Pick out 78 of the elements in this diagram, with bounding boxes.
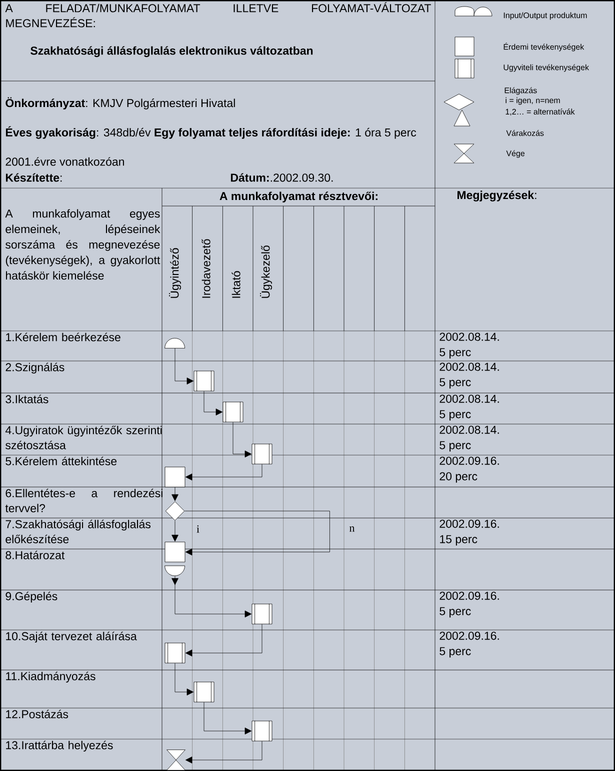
admin-box <box>252 604 272 624</box>
step-label: 2.Szignálás <box>6 362 64 374</box>
arrow <box>204 702 252 734</box>
arrow <box>185 464 262 480</box>
decision-diamond <box>165 501 185 521</box>
step-label: 3.Iktatás <box>6 394 48 404</box>
step-label: 9.Gépelés <box>6 592 58 603</box>
activity-square <box>164 466 186 488</box>
legend-text: Várakozás <box>506 130 544 136</box>
step-label: 4.Ugyiratok ügyintézők szerinti szétosztása <box>5 426 162 450</box>
step-label: 1.Kérelem beérkezése <box>6 332 120 342</box>
output-symbol <box>164 566 185 576</box>
info-text: Éves gyakoriság: 348db/év Egy folyamat teljes ráfordítási ideje: 1 óra 5 perc <box>6 126 416 139</box>
note-text: 5 perc <box>440 647 471 658</box>
legend-text: Érdemi tevékenységek <box>504 42 584 52</box>
admin-box <box>194 682 214 702</box>
admin-box <box>252 720 272 742</box>
arrow <box>185 741 262 764</box>
note-text: 2002.08.14. <box>440 394 499 403</box>
arrow <box>174 663 194 696</box>
legend-text: i = igen, n=nem <box>506 97 560 105</box>
step-label: 10.Saját tervezet aláírása <box>6 632 137 643</box>
column-header: Megjegyzések: <box>458 190 536 202</box>
edge-label: i <box>196 525 200 533</box>
arrow <box>184 510 330 556</box>
admin-box <box>164 642 186 664</box>
column-header: A munkafolyamat résztvevői: <box>220 192 378 202</box>
note-text: 2002.08.14. <box>440 332 499 341</box>
process-title: Szakhatósági állásfoglalás elektronikus változatban <box>30 46 313 58</box>
note-text: 5 perc <box>440 348 471 358</box>
step-label: 13.Irattárba helyezés <box>6 740 113 752</box>
legend-text: 1,2… = alternatívák <box>506 108 575 116</box>
info-text: 2001.évre vonatkozóan <box>6 157 124 166</box>
participant-header: Ügyintéző <box>169 248 181 298</box>
edge-label: n <box>350 526 355 532</box>
input-symbol <box>164 338 185 348</box>
note-text: 2002.09.16. <box>440 456 499 465</box>
admin-box <box>222 402 244 422</box>
participant-header: Irodavezető <box>202 239 210 298</box>
legend-text: Input/Output produktum <box>504 12 587 20</box>
admin-box <box>252 444 272 464</box>
arrow <box>204 391 223 416</box>
arrow <box>172 487 178 502</box>
step-label: 5.Kérelem áttekintése <box>6 456 117 466</box>
info-text: Dátum:.2002.09.30. <box>230 173 333 182</box>
step-label: 8.Határozat <box>6 550 65 560</box>
admin-box <box>194 370 214 392</box>
step-label: 7.Szakhatósági állásfoglalás előkészítése <box>6 520 150 544</box>
step-label: 6.Ellentétes-e a rendezési tervvel? <box>5 488 162 512</box>
note-text: 2002.09.16. <box>440 592 499 600</box>
legend-text: Elágazás <box>504 87 537 95</box>
arrow <box>172 520 178 542</box>
activity-square <box>164 542 186 562</box>
arrow <box>174 348 194 384</box>
step-label: 12.Postázás <box>6 710 68 718</box>
arrow <box>185 624 262 656</box>
participant-header: Ügykezelő <box>260 246 272 298</box>
note-text: 2002.09.16. <box>440 632 499 640</box>
note-text: 5 perc <box>440 607 471 618</box>
end-symbol <box>166 750 186 770</box>
note-text: 2002.09.16. <box>440 520 499 528</box>
note-text: 5 perc <box>440 441 471 452</box>
info-text: Önkormányzat: KMJV Polgármesteri Hivatal <box>6 97 235 110</box>
step-label: 11.Kiadmányozás <box>6 672 96 683</box>
arrow <box>232 422 252 458</box>
note-text: 5 perc <box>440 410 471 420</box>
note-text: 2002.08.14. <box>440 362 499 371</box>
legend-text: Vége <box>506 150 525 158</box>
column-header: A munkafolyamat egyes elemeinek, lépéseinek sorszáma és megnevezése (tevékenységek), a gyakorlott hatáskör kiemelése <box>5 209 160 280</box>
info-text: Készítette: <box>6 173 62 182</box>
note-text: 2002.08.14. <box>440 426 499 434</box>
note-text: 15 perc <box>440 535 478 546</box>
form-heading: A FELADAT/MUNKAFOLYAMAT ILLETVE FOLYAMAT-VÁLTOZAT MEGNEVEZÉSE: <box>5 2 431 28</box>
note-text: 5 perc <box>440 378 471 388</box>
arrow <box>172 576 252 618</box>
legend-text: Ugyviteli tevékenységek <box>504 64 589 72</box>
note-text: 20 perc <box>440 472 478 483</box>
participant-header: Iktató <box>232 271 240 298</box>
